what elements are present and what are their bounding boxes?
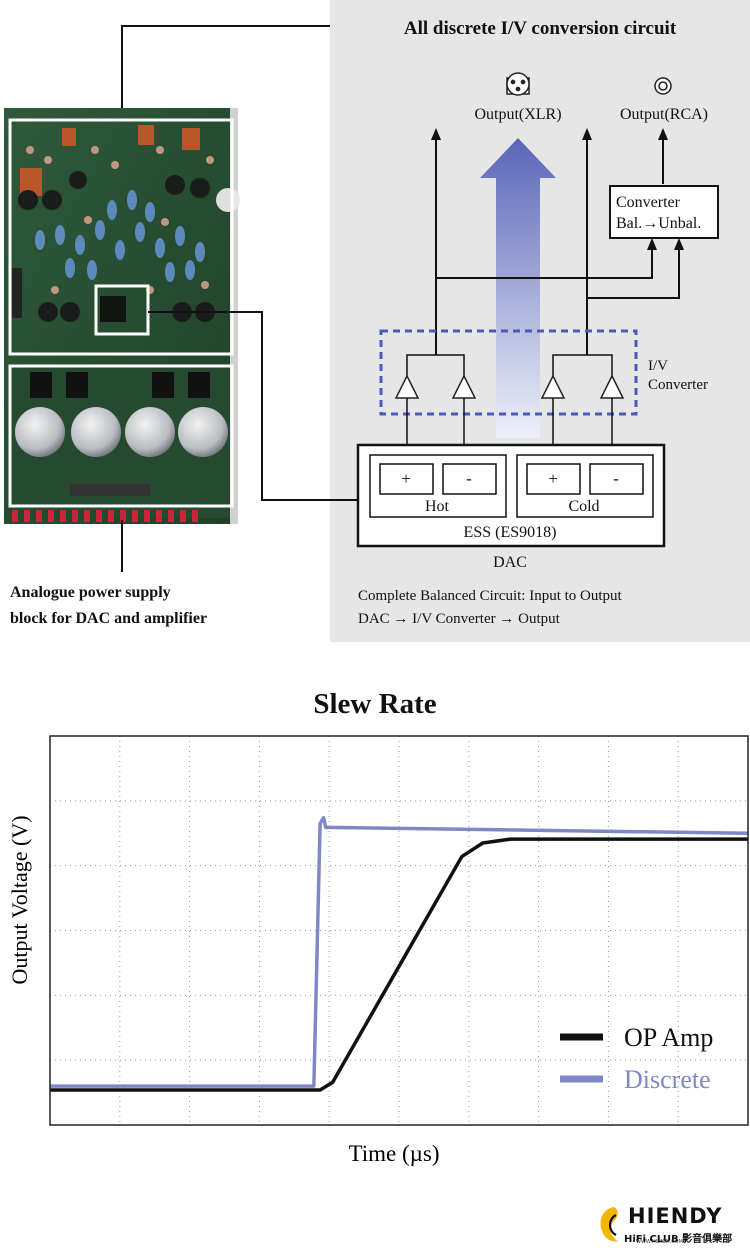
- psu-caption-line1: Analogue power supply: [10, 584, 171, 601]
- dac-label: DAC: [493, 554, 527, 571]
- hot-minus-label: -: [466, 469, 472, 488]
- diagram-title: All discrete I/V conversion circuit: [403, 18, 677, 39]
- chart-series: [50, 815, 749, 1092]
- series-line-discrete: [50, 815, 749, 1088]
- chart-title: Slew Rate: [313, 688, 437, 720]
- signal-flow-arrow: [480, 138, 556, 438]
- cold-label: Cold: [568, 498, 599, 515]
- ess-label: ESS (ES9018): [464, 524, 557, 541]
- rca-connector-icon: [654, 77, 672, 95]
- output-rca-label: Output(RCA): [620, 106, 708, 123]
- x-axis-label: Time (µs): [348, 1141, 439, 1166]
- series-line-op-amp: [50, 837, 748, 1092]
- psu-caption-line2: block for DAC and amplifier: [10, 610, 208, 627]
- logo-subtitle: HiFi CLUB 影音俱樂部: [624, 1234, 733, 1245]
- iv-sublabel: Converter: [648, 377, 708, 393]
- hot-label: Hot: [425, 498, 450, 515]
- iv-label: I/V: [648, 358, 668, 374]
- converter-label: Converter: [616, 194, 681, 211]
- circuit-diagram: Output(XLR) Output(RCA) Converter Bal.→U…: [356, 72, 719, 627]
- output-xlr-label: Output(XLR): [474, 106, 561, 123]
- balanced-note-line2: DAC → I/V Converter → Output: [358, 611, 561, 627]
- converter-sublabel: Bal.→Unbal.: [616, 215, 701, 232]
- hiendy-ear-icon: [600, 1207, 618, 1242]
- chart-frame: [49, 735, 749, 1126]
- xlr-connector-icon: [506, 72, 530, 96]
- psu-caption: Analogue power supply block for DAC and …: [10, 580, 310, 632]
- logo-url: WWW.HIENDY.COM: [636, 1239, 683, 1245]
- legend-label: Discrete: [624, 1065, 711, 1094]
- y-axis-label: Output Voltage (V): [7, 815, 32, 984]
- legend-label: OP Amp: [624, 1023, 713, 1052]
- logo-wordmark: HIENDY: [628, 1204, 723, 1228]
- cold-minus-label: -: [613, 469, 619, 488]
- hiendy-logo: HIENDY HiFi CLUB 影音俱樂部 WWW.HIENDY.COM: [596, 1203, 746, 1247]
- slew-rate-chart: Output Voltage (V) Time (µs) OP AmpDiscr…: [7, 735, 749, 1166]
- cold-plus-label: +: [548, 469, 558, 488]
- balanced-note-line1: Complete Balanced Circuit: Input to Outp…: [358, 588, 623, 604]
- converter-box: [609, 185, 719, 239]
- hot-plus-label: +: [401, 469, 411, 488]
